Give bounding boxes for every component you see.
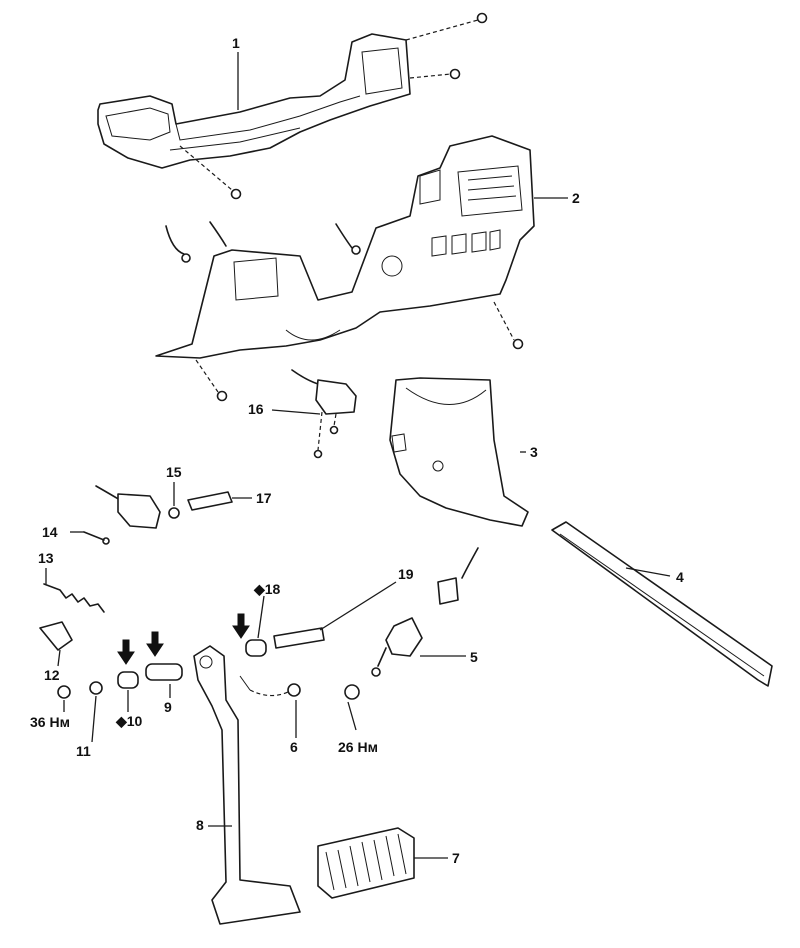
part-2-lower-panel — [155, 135, 535, 359]
label-5: 5 — [470, 649, 478, 665]
part-6-stopper — [249, 683, 301, 697]
label-4: 4 — [676, 569, 684, 585]
part-10-9-bushings — [117, 627, 325, 689]
label-7: 7 — [452, 850, 460, 866]
part-13-spring — [43, 583, 105, 613]
label-11: 11 — [76, 743, 91, 759]
part-12-pivot-bolt — [39, 621, 73, 651]
label-torque-26: 26 Нм — [338, 739, 378, 755]
assembly-arrows — [117, 613, 250, 665]
label-12: 12 — [44, 667, 60, 683]
label-10: ◆10 — [115, 713, 143, 729]
label-9: 9 — [164, 699, 172, 715]
label-18: ◆18 — [253, 581, 281, 597]
label-6: 6 — [290, 739, 298, 755]
label-15: 15 — [166, 464, 182, 480]
label-8: 8 — [196, 817, 204, 833]
label-17: 17 — [256, 490, 272, 506]
part-14-spring-pin — [83, 531, 110, 545]
label-13: 13 — [38, 550, 54, 566]
part-5-stop-switch — [371, 547, 479, 677]
part-1-screws — [179, 12, 488, 200]
part-4-sill-strip — [551, 521, 773, 687]
leader-lines — [45, 52, 671, 859]
part-15-17-bracket — [95, 485, 233, 529]
label-3: 3 — [530, 444, 538, 460]
part-1-air-duct — [97, 33, 411, 169]
label-1: 1 — [232, 35, 240, 51]
label-19: 19 — [398, 566, 414, 582]
callout-labels: 1 2 3 4 5 6 7 8 9 ◆10 11 12 36 Нм 13 14 … — [30, 35, 684, 866]
nuts-11-36 — [57, 681, 103, 699]
label-torque-36: 36 Нм — [30, 714, 70, 730]
label-16: 16 — [248, 401, 264, 417]
part-2-fasteners — [165, 221, 524, 402]
nut-26 — [344, 684, 360, 700]
part-7-pedal-pad — [317, 827, 415, 899]
part-16-bracket — [291, 369, 357, 459]
part-3-side-panel — [389, 377, 529, 527]
label-14: 14 — [42, 524, 58, 540]
label-2: 2 — [572, 190, 580, 206]
part-8-pedal-arm — [193, 645, 301, 925]
